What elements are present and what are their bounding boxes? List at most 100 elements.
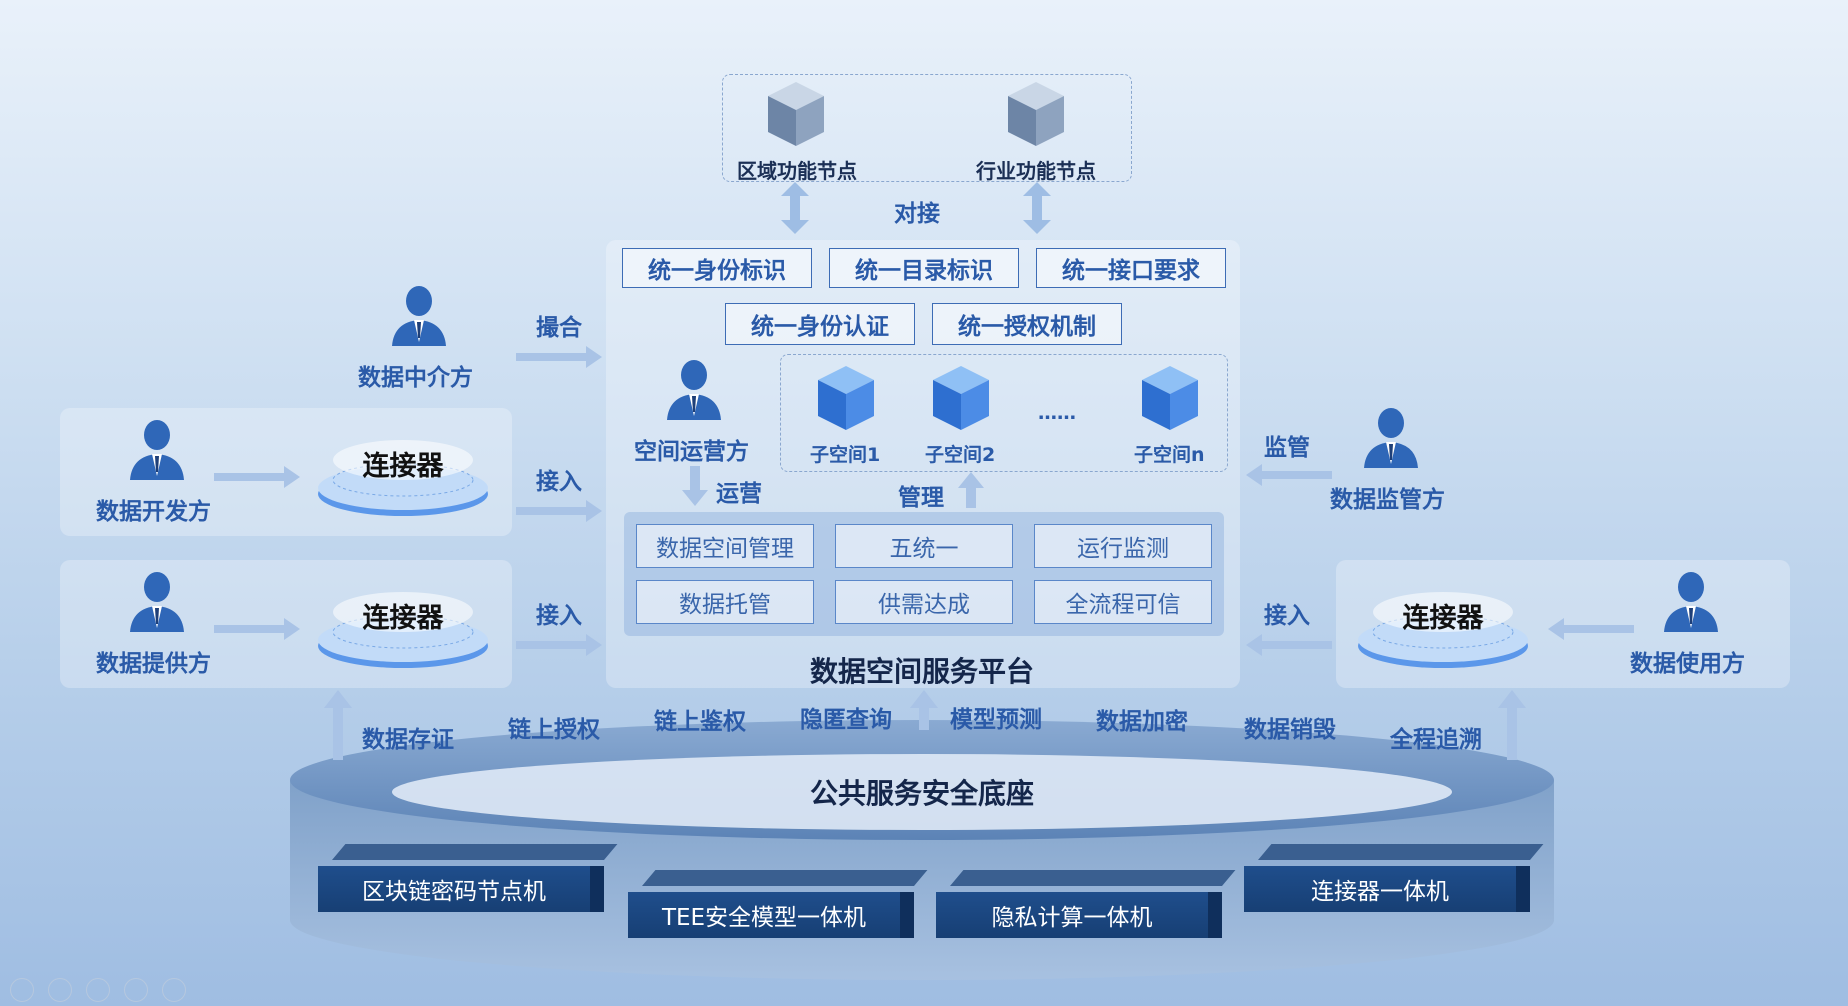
left-arrow-icon xyxy=(1246,634,1332,656)
service-data-encryption: 数据加密 xyxy=(1096,709,1188,735)
standard-identity-auth: 统一身份认证 xyxy=(725,303,915,345)
subspace-ellipsis: …… xyxy=(1038,402,1076,424)
up-arrow-icon xyxy=(324,690,352,760)
right-arrow-icon xyxy=(516,500,602,522)
hw-top-face xyxy=(950,870,1236,886)
right-arrow-icon xyxy=(214,466,300,488)
right-arrow-icon xyxy=(516,634,602,656)
function-nodes-box xyxy=(722,74,1132,182)
connector-provider-label: 连接器 xyxy=(362,603,444,634)
subspace-box xyxy=(780,354,1228,472)
service-data-destruction: 数据销毁 xyxy=(1244,717,1336,743)
service-data-notarization: 数据存证 xyxy=(362,727,454,753)
cube-icon xyxy=(933,366,989,430)
more-icon[interactable] xyxy=(162,978,186,1002)
prev-slide-icon[interactable] xyxy=(10,978,34,1002)
function-full-trust: 全流程可信 xyxy=(1034,580,1212,624)
user-person-icon xyxy=(1664,572,1718,632)
operate-label: 运营 xyxy=(716,481,762,507)
up-arrow-icon xyxy=(958,472,984,508)
hardware-privacy-computing: 隐私计算一体机 xyxy=(936,870,1236,938)
function-space-management: 数据空间管理 xyxy=(636,524,814,568)
industry-node-label: 行业功能节点 xyxy=(976,159,1096,183)
standard-catalog-id: 统一目录标识 xyxy=(829,248,1019,288)
connector-provider: 连接器 xyxy=(318,590,488,670)
access-developer-label: 接入 xyxy=(536,469,582,495)
slides-icon[interactable] xyxy=(86,978,110,1002)
hw-side-face xyxy=(590,866,604,912)
hw-top-face xyxy=(642,870,928,886)
service-chain-authorization: 链上授权 xyxy=(508,717,600,743)
hw-front-label: 区块链密码节点机 xyxy=(318,866,590,912)
connector-disk-icon xyxy=(318,592,488,668)
cube-icon xyxy=(1142,366,1198,430)
platform-title: 数据空间服务平台 xyxy=(810,655,1035,688)
base-title: 公共服务安全底座 xyxy=(810,777,1035,810)
dock-label: 对接 xyxy=(894,201,940,227)
subspace-2-label: 子空间2 xyxy=(925,444,996,466)
right-arrow-icon xyxy=(214,618,300,640)
service-private-query: 隐匿查询 xyxy=(800,707,892,733)
regulator-person-icon xyxy=(1364,408,1418,468)
hw-front-label: 隐私计算一体机 xyxy=(936,892,1208,938)
access-provider-label: 接入 xyxy=(536,603,582,629)
standard-authorization: 统一授权机制 xyxy=(932,303,1122,345)
left-arrow-icon xyxy=(1548,618,1634,640)
down-arrow-icon xyxy=(682,466,708,506)
left-arrow-icon xyxy=(1246,464,1332,486)
developer-person-icon xyxy=(130,420,184,480)
hw-side-face xyxy=(900,892,914,938)
match-label: 撮合 xyxy=(536,315,582,341)
double-arrow-icon xyxy=(781,182,809,234)
regional-node-label: 区域功能节点 xyxy=(737,159,857,183)
cube-icon xyxy=(818,366,874,430)
connector-developer: 连接器 xyxy=(318,438,488,518)
up-arrow-icon xyxy=(910,690,938,730)
base-platform-shape xyxy=(290,720,1554,980)
function-supply-demand: 供需达成 xyxy=(835,580,1013,624)
standard-interface: 统一接口要求 xyxy=(1036,248,1226,288)
regulator-label: 数据监管方 xyxy=(1330,487,1445,513)
double-arrow-icon xyxy=(1023,182,1051,234)
pen-icon[interactable] xyxy=(48,978,72,1002)
connector-user: 连接器 xyxy=(1358,590,1528,670)
service-model-prediction: 模型预测 xyxy=(950,707,1042,733)
connector-disk-icon xyxy=(318,440,488,516)
user-label: 数据使用方 xyxy=(1630,651,1745,677)
hw-top-face xyxy=(1258,844,1544,860)
hardware-blockchain-node: 区块链密码节点机 xyxy=(318,844,618,912)
service-full-traceability: 全程追溯 xyxy=(1390,727,1482,753)
right-arrow-icon xyxy=(516,346,602,368)
zoom-icon[interactable] xyxy=(124,978,148,1002)
cube-icon xyxy=(768,82,824,146)
hardware-connector-machine: 连接器一体机 xyxy=(1244,844,1544,912)
up-arrow-icon xyxy=(1498,690,1526,760)
subspace-1-label: 子空间1 xyxy=(810,444,881,466)
hw-front-label: 连接器一体机 xyxy=(1244,866,1516,912)
developer-label: 数据开发方 xyxy=(96,499,211,525)
hardware-tee-machine: TEE安全模型一体机 xyxy=(628,870,928,938)
provider-person-icon xyxy=(130,572,184,632)
intermediary-label: 数据中介方 xyxy=(358,365,473,391)
intermediary-person-icon xyxy=(392,286,446,346)
service-chain-authentication: 链上鉴权 xyxy=(654,709,746,735)
subspace-n-label: 子空间n xyxy=(1134,444,1205,466)
cube-icon xyxy=(1008,82,1064,146)
connector-disk-icon xyxy=(1358,592,1528,668)
hw-side-face xyxy=(1516,866,1530,912)
connector-user-label: 连接器 xyxy=(1402,603,1484,634)
operator-person-icon xyxy=(667,360,721,420)
function-data-custody: 数据托管 xyxy=(636,580,814,624)
operator-label: 空间运营方 xyxy=(634,439,749,465)
manage-label: 管理 xyxy=(898,485,944,511)
function-five-unified: 五统一 xyxy=(835,524,1013,568)
supervise-label: 监管 xyxy=(1264,435,1310,461)
connector-developer-label: 连接器 xyxy=(362,451,444,482)
hw-front-label: TEE安全模型一体机 xyxy=(628,892,900,938)
provider-label: 数据提供方 xyxy=(96,651,211,677)
function-monitoring: 运行监测 xyxy=(1034,524,1212,568)
access-user-label: 接入 xyxy=(1264,603,1310,629)
hw-top-face xyxy=(332,844,618,860)
standard-identity-id: 统一身份标识 xyxy=(622,248,812,288)
hw-side-face xyxy=(1208,892,1222,938)
